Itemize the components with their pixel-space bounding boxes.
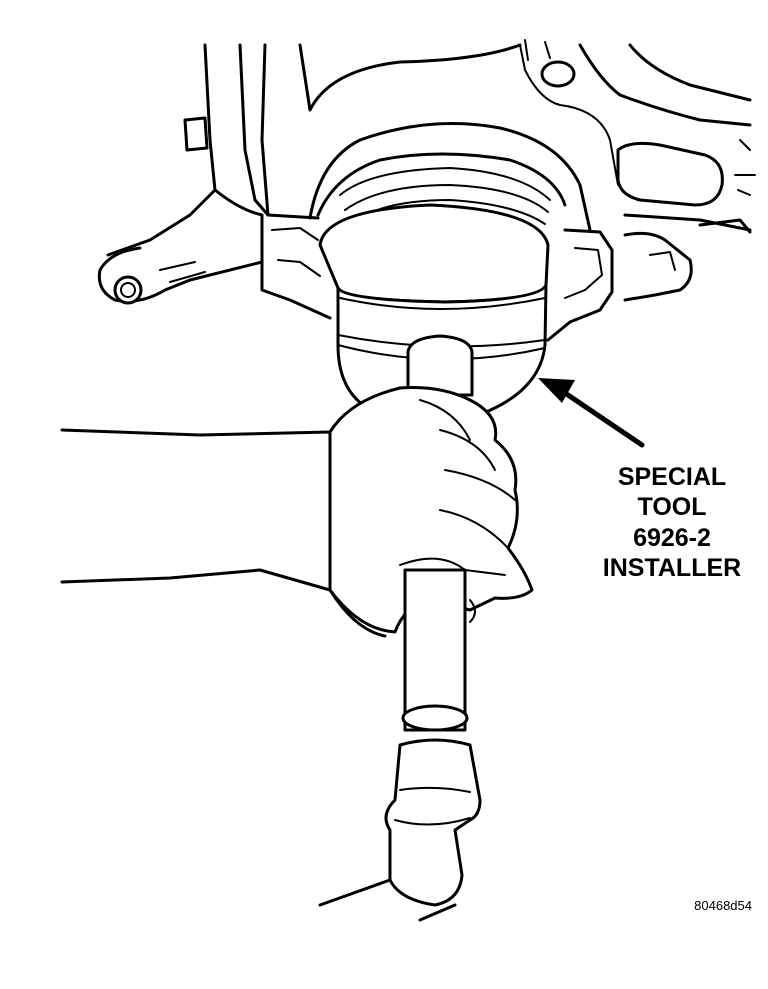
transmission-housing [97,39,756,342]
callout-line-2: TOOL [638,493,707,521]
callout-arrow [538,378,645,448]
figure-id: 80468d54 [694,898,752,913]
callout-line-3: 6926-2 [633,524,711,552]
tool-handle-stub [406,334,474,397]
handle-shaft [403,568,467,732]
installer-tool [318,203,550,425]
mounting-bolt [113,275,143,305]
bolt-hole [540,60,576,88]
callout-line-4: INSTALLER [603,554,741,582]
seal-bore [308,122,592,232]
handle-grip [384,738,482,907]
dowel-pin [183,116,209,152]
hand-and-arm [60,386,534,638]
callout-line-1: SPECIAL [618,463,726,491]
tool-upper-body [318,203,550,304]
driver-handle [318,568,482,922]
hand [328,386,534,634]
